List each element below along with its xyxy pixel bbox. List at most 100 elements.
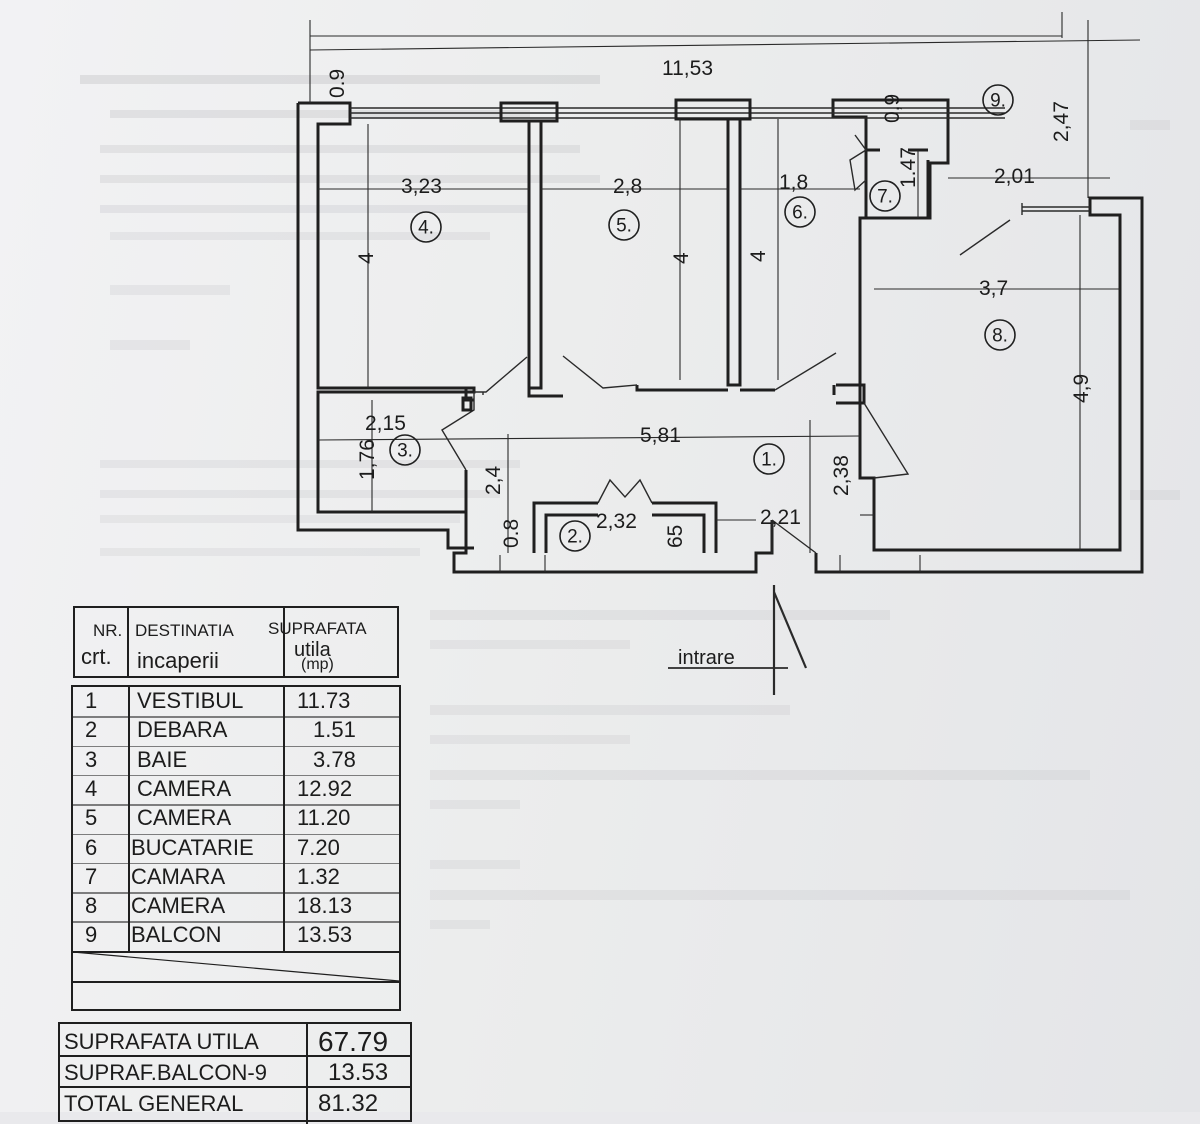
legend-row-name: BALCON bbox=[131, 922, 222, 948]
dim-hall-length: 5,81 bbox=[640, 424, 681, 447]
dim-room8-width: 3,7 bbox=[979, 277, 1008, 300]
legend-row-nr: 3 bbox=[85, 746, 98, 772]
dim-top-wall: 0.9 bbox=[326, 69, 349, 98]
legend-row-area: 1.51 bbox=[313, 717, 356, 743]
svg-text:5.: 5. bbox=[616, 216, 632, 237]
legend-row-area: 11.20 bbox=[297, 805, 351, 831]
dim-total-width: 11,53 bbox=[662, 57, 713, 80]
dim-closet-depth-left: 0.8 bbox=[500, 519, 523, 548]
wall-4-5 bbox=[527, 121, 543, 390]
dim-closet-depth-right: 65 bbox=[664, 525, 687, 548]
door-swing-4 bbox=[474, 356, 528, 395]
svg-text:1.: 1. bbox=[761, 450, 777, 471]
door-swing-3 bbox=[441, 392, 475, 471]
legend-row-name: BUCATARIE bbox=[131, 834, 254, 860]
svg-text:7.: 7. bbox=[877, 187, 893, 208]
empty-row-diagonal bbox=[73, 952, 399, 982]
totals-label: SUPRAFATA UTILA bbox=[64, 1029, 259, 1054]
dim-room7-width: 0,9 bbox=[881, 94, 904, 123]
closet-walls bbox=[532, 501, 718, 553]
door-swing-entry bbox=[771, 519, 817, 554]
pantry-walls bbox=[864, 148, 930, 218]
room-label-9: 9. bbox=[982, 84, 1014, 116]
dim-bath-width: 2,15 bbox=[365, 412, 406, 435]
door-swing-pantry bbox=[849, 134, 868, 192]
room-label-1: 1. bbox=[753, 443, 785, 475]
dim-room4-depth: 4 bbox=[355, 252, 378, 264]
legend-row-area: 1.32 bbox=[297, 863, 340, 889]
svg-text:9.: 9. bbox=[990, 91, 1006, 112]
legend-row-area: 18.13 bbox=[297, 893, 353, 919]
dim-room5-depth: 4 bbox=[670, 252, 693, 264]
wall-5-6 bbox=[726, 119, 742, 387]
legend-row-name: BAIE bbox=[137, 746, 188, 772]
door-swing-5 bbox=[562, 355, 638, 389]
svg-text:8.: 8. bbox=[992, 326, 1008, 347]
entrance-marker: intrare bbox=[668, 585, 808, 695]
legend-row-name: DEBARA bbox=[137, 717, 228, 743]
room-label-8: 8. bbox=[984, 319, 1016, 351]
dim-balcony-width: 2,01 bbox=[994, 165, 1035, 188]
svg-text:2.: 2. bbox=[567, 527, 583, 548]
room-label-6: 6. bbox=[784, 196, 816, 228]
wall-6-hall bbox=[832, 383, 866, 405]
pillar-2 bbox=[674, 98, 752, 121]
legend-row-nr: 8 bbox=[85, 893, 98, 919]
dim-room8-depth: 4,9 bbox=[1070, 374, 1093, 403]
outer-wall bbox=[298, 98, 1144, 574]
dim-hall-depth-left: 2,4 bbox=[482, 465, 505, 495]
header-surf1: SUPRAFATA bbox=[268, 619, 367, 638]
svg-text:6.: 6. bbox=[792, 203, 808, 224]
legend-row-area: 11.73 bbox=[297, 688, 351, 713]
dim-room4-width: 3,23 bbox=[401, 175, 442, 198]
header-surf3: (mp) bbox=[301, 656, 334, 673]
header-dest2: incaperii bbox=[137, 648, 219, 673]
totals-value: 67.79 bbox=[318, 1026, 389, 1057]
door-swing-6 bbox=[774, 352, 837, 391]
legend-row-nr: 1 bbox=[85, 688, 98, 713]
header-surf2: utila bbox=[294, 639, 331, 661]
totals-value: 81.32 bbox=[318, 1090, 379, 1117]
dim-room6-depth: 4 bbox=[747, 250, 770, 262]
balcony-window bbox=[1021, 203, 1090, 215]
legend-row-nr: 5 bbox=[85, 805, 98, 831]
header-dest1: DESTINATIA bbox=[135, 621, 234, 640]
dim-room5-width: 2,8 bbox=[613, 175, 642, 198]
svg-text:4.: 4. bbox=[418, 218, 434, 239]
header-crt: crt. bbox=[81, 644, 112, 669]
dim-bath-depth: 1,76 bbox=[356, 439, 379, 480]
dim-balcony-depth: 2,47 bbox=[1050, 101, 1073, 142]
bath-fixture bbox=[461, 396, 473, 412]
svg-text:3.: 3. bbox=[397, 441, 413, 462]
dim-closet-width: 2,32 bbox=[596, 510, 637, 533]
legend-row-nr: 2 bbox=[85, 717, 98, 743]
legend-row-name: CAMARA bbox=[131, 863, 226, 889]
door-swing-closet bbox=[597, 478, 653, 504]
legend-row-area: 13.53 bbox=[297, 922, 353, 948]
wall-5-bottom bbox=[527, 385, 775, 398]
legend-row-area: 7.20 bbox=[297, 834, 340, 860]
totals-label: TOTAL GENERAL bbox=[64, 1091, 244, 1116]
totals-label: SUPRAF.BALCON-9 bbox=[64, 1060, 267, 1085]
room-label-4: 4. bbox=[410, 211, 442, 243]
door-swing-balcony bbox=[959, 219, 1011, 256]
dim-hall-depth-right: 2,38 bbox=[830, 455, 853, 496]
legend-row-name: CAMERA bbox=[131, 893, 226, 919]
room-label-5: 5. bbox=[608, 209, 640, 241]
legend-row-nr: 9 bbox=[85, 922, 98, 948]
header-nr: NR. bbox=[93, 621, 123, 640]
legend-row-area: 12.92 bbox=[297, 775, 353, 801]
legend-row-nr: 4 bbox=[85, 775, 98, 801]
legend-row-name: VESTIBUL bbox=[137, 688, 244, 713]
legend-row-nr: 6 bbox=[85, 834, 98, 860]
room-label-7: 7. bbox=[869, 180, 901, 212]
dimension-lines bbox=[309, 12, 1141, 572]
west-wall bbox=[296, 103, 474, 550]
totals-value: 13.53 bbox=[328, 1059, 389, 1086]
room-label-3: 3. bbox=[389, 434, 421, 466]
